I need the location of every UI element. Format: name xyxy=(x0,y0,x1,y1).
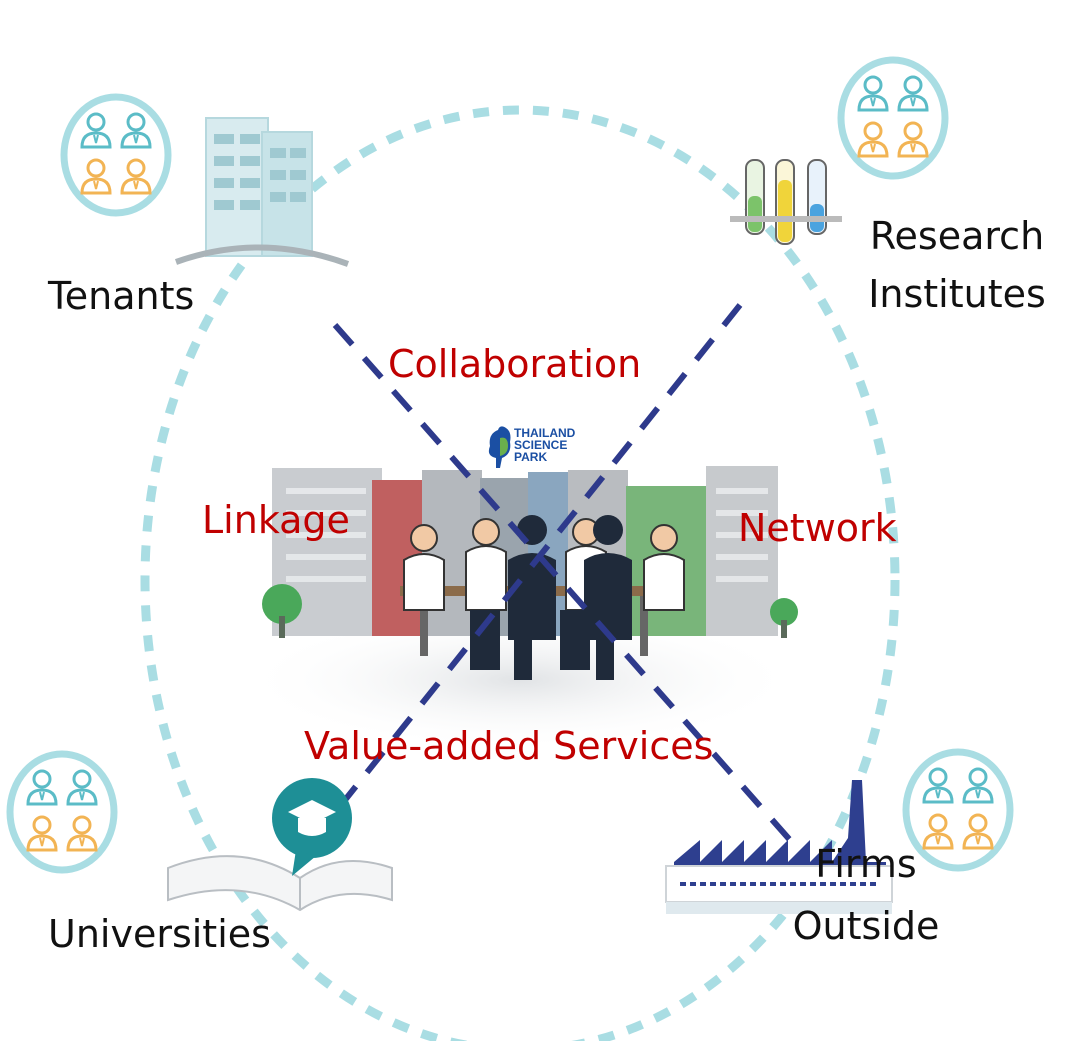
research-label-line-2: Institutes xyxy=(868,272,1046,316)
graduation-cap-icon xyxy=(272,778,352,876)
research-label: Research Institutes xyxy=(850,214,1064,316)
research-label-line-1: Research xyxy=(869,214,1045,258)
book-icon xyxy=(167,855,393,912)
universities-people-icon xyxy=(10,754,114,870)
firms-label-line-2: Outside xyxy=(792,904,940,948)
logo-line-2: SCIENCE xyxy=(514,438,568,452)
research-node xyxy=(730,60,945,245)
logo-line-3: PARK xyxy=(514,450,548,464)
firms-label: Firms Outside xyxy=(766,842,966,948)
research-people-icon xyxy=(841,60,945,176)
thailand-science-park-logo: THAILAND SCIENCE PARK xyxy=(484,424,634,472)
keyword-value-added-services: Value-added Services xyxy=(304,724,714,768)
universities-label: Universities xyxy=(48,912,271,956)
keyword-linkage: Linkage xyxy=(202,498,350,542)
factory-icon xyxy=(665,780,893,914)
ecosystem-ring xyxy=(140,105,900,1041)
connector-research xyxy=(342,303,743,802)
science-park-scene xyxy=(240,466,800,750)
tenants-building-icon xyxy=(174,117,350,267)
keyword-collaboration: Collaboration xyxy=(388,342,642,386)
connector-tenants xyxy=(332,323,793,842)
tree-logo-icon xyxy=(488,426,511,468)
firms-node xyxy=(665,752,1010,914)
universities-node xyxy=(10,754,393,912)
tenants-node xyxy=(64,97,350,267)
tenants-label: Tenants xyxy=(48,274,195,318)
keyword-network: Network xyxy=(738,506,897,550)
tenants-people-icon xyxy=(64,97,168,213)
connector-lines xyxy=(332,303,793,842)
test-tubes-icon xyxy=(730,159,842,245)
logo-line-1: THAILAND xyxy=(514,426,576,440)
firms-label-line-1: Firms xyxy=(815,842,917,886)
